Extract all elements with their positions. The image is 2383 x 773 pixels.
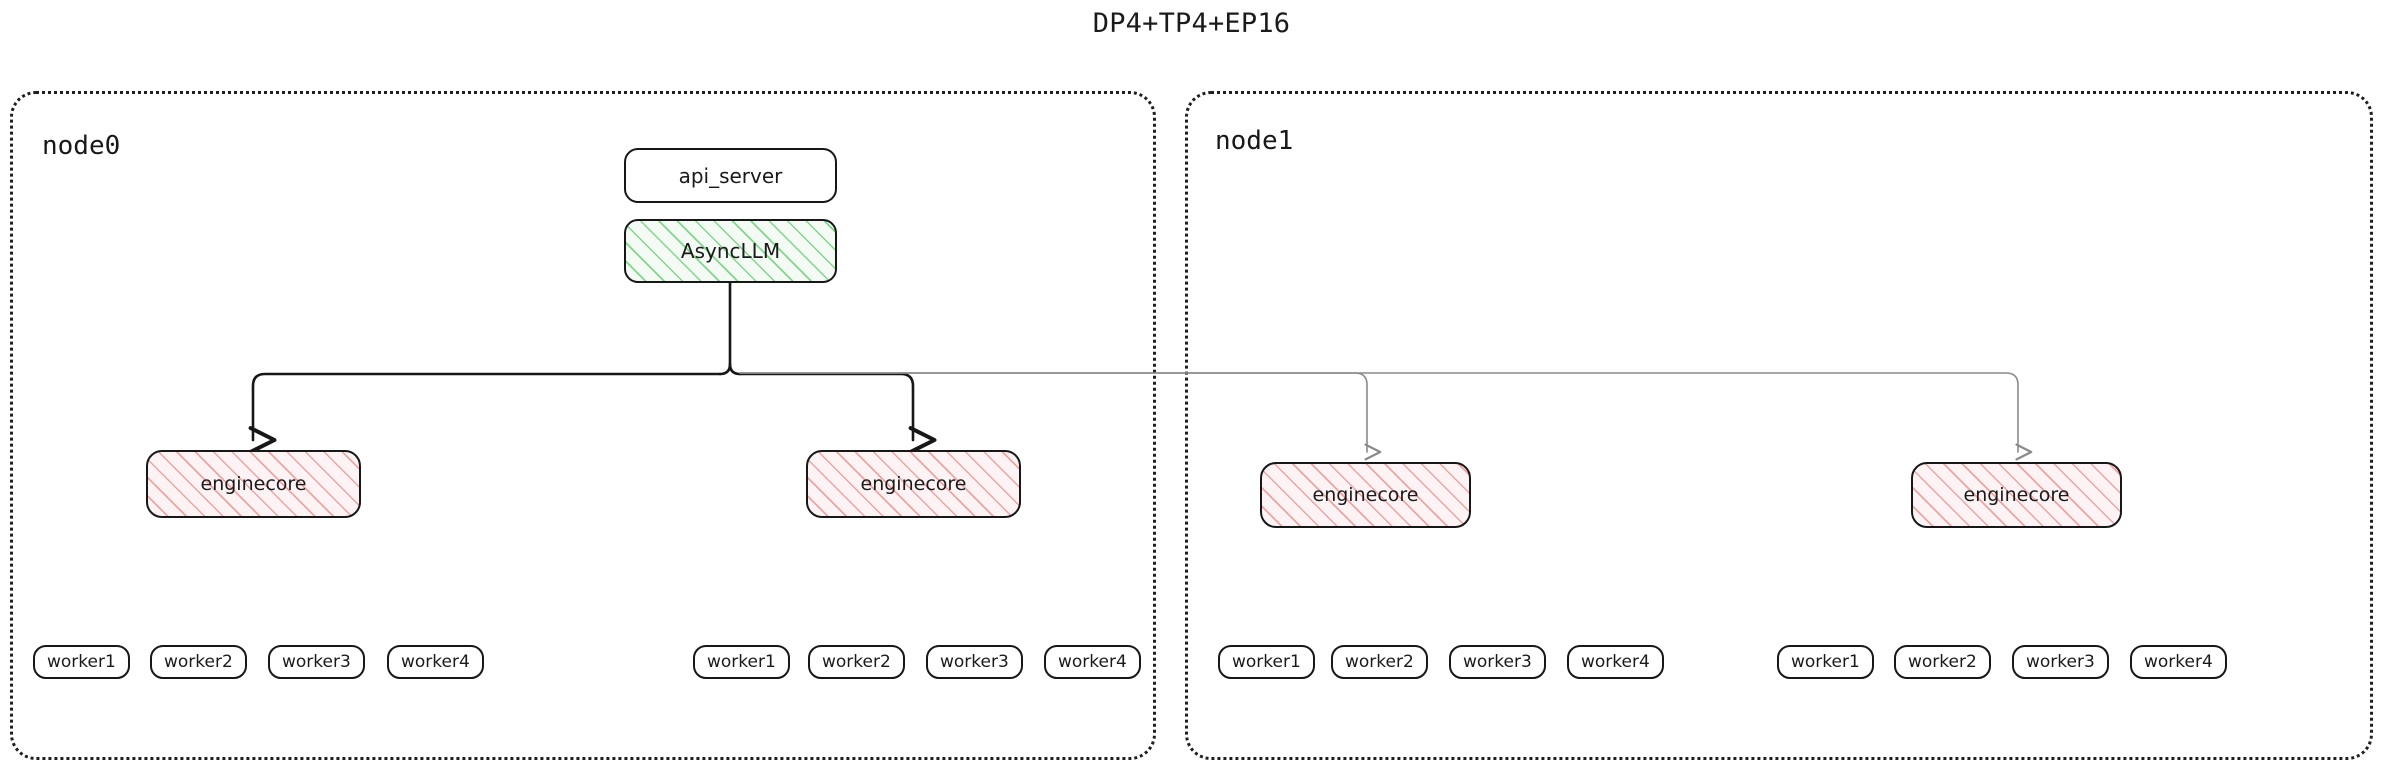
worker-box[interactable]: worker4 (387, 645, 484, 679)
enginecore-box[interactable]: enginecore (1260, 462, 1471, 528)
worker-label: worker2 (1345, 652, 1414, 672)
api-server-label: api_server (678, 163, 783, 188)
node-label-node1: node1 (1215, 126, 1294, 156)
worker-box[interactable]: worker2 (1894, 645, 1991, 679)
worker-label: worker2 (164, 652, 233, 672)
worker-label: worker1 (707, 652, 776, 672)
worker-box[interactable]: worker1 (693, 645, 790, 679)
worker-box[interactable]: worker4 (2130, 645, 2227, 679)
api-server-box[interactable]: api_server (624, 148, 837, 203)
worker-box[interactable]: worker4 (1567, 645, 1664, 679)
enginecore-label: enginecore (860, 473, 967, 495)
worker-box[interactable]: worker1 (1777, 645, 1874, 679)
page-title: DP4+TP4+EP16 (1092, 8, 1291, 39)
worker-label: worker1 (1791, 652, 1860, 672)
worker-label: worker1 (47, 652, 116, 672)
worker-label: worker4 (2144, 652, 2213, 672)
enginecore-box[interactable]: enginecore (146, 450, 361, 518)
enginecore-box[interactable]: enginecore (806, 450, 1021, 518)
worker-label: worker3 (2026, 652, 2095, 672)
worker-label: worker2 (1908, 652, 1977, 672)
worker-box[interactable]: worker1 (33, 645, 130, 679)
asyncllm-box[interactable]: AsyncLLM (624, 219, 837, 283)
worker-box[interactable]: worker3 (926, 645, 1023, 679)
worker-box[interactable]: worker2 (808, 645, 905, 679)
asyncllm-label: AsyncLLM (680, 239, 781, 263)
worker-box[interactable]: worker3 (2012, 645, 2109, 679)
worker-label: worker4 (401, 652, 470, 672)
worker-box[interactable]: worker3 (268, 645, 365, 679)
worker-box[interactable]: worker4 (1044, 645, 1141, 679)
worker-label: worker4 (1581, 652, 1650, 672)
worker-label: worker1 (1232, 652, 1301, 672)
worker-box[interactable]: worker1 (1218, 645, 1315, 679)
enginecore-label: enginecore (1312, 484, 1419, 506)
worker-box[interactable]: worker3 (1449, 645, 1546, 679)
node-label-node0: node0 (42, 131, 121, 161)
worker-label: worker3 (940, 652, 1009, 672)
worker-box[interactable]: worker2 (1331, 645, 1428, 679)
enginecore-box[interactable]: enginecore (1911, 462, 2122, 528)
enginecore-label: enginecore (200, 473, 307, 495)
enginecore-label: enginecore (1963, 484, 2070, 506)
worker-label: worker3 (282, 652, 351, 672)
worker-label: worker3 (1463, 652, 1532, 672)
worker-label: worker4 (1058, 652, 1127, 672)
worker-label: worker2 (822, 652, 891, 672)
worker-box[interactable]: worker2 (150, 645, 247, 679)
